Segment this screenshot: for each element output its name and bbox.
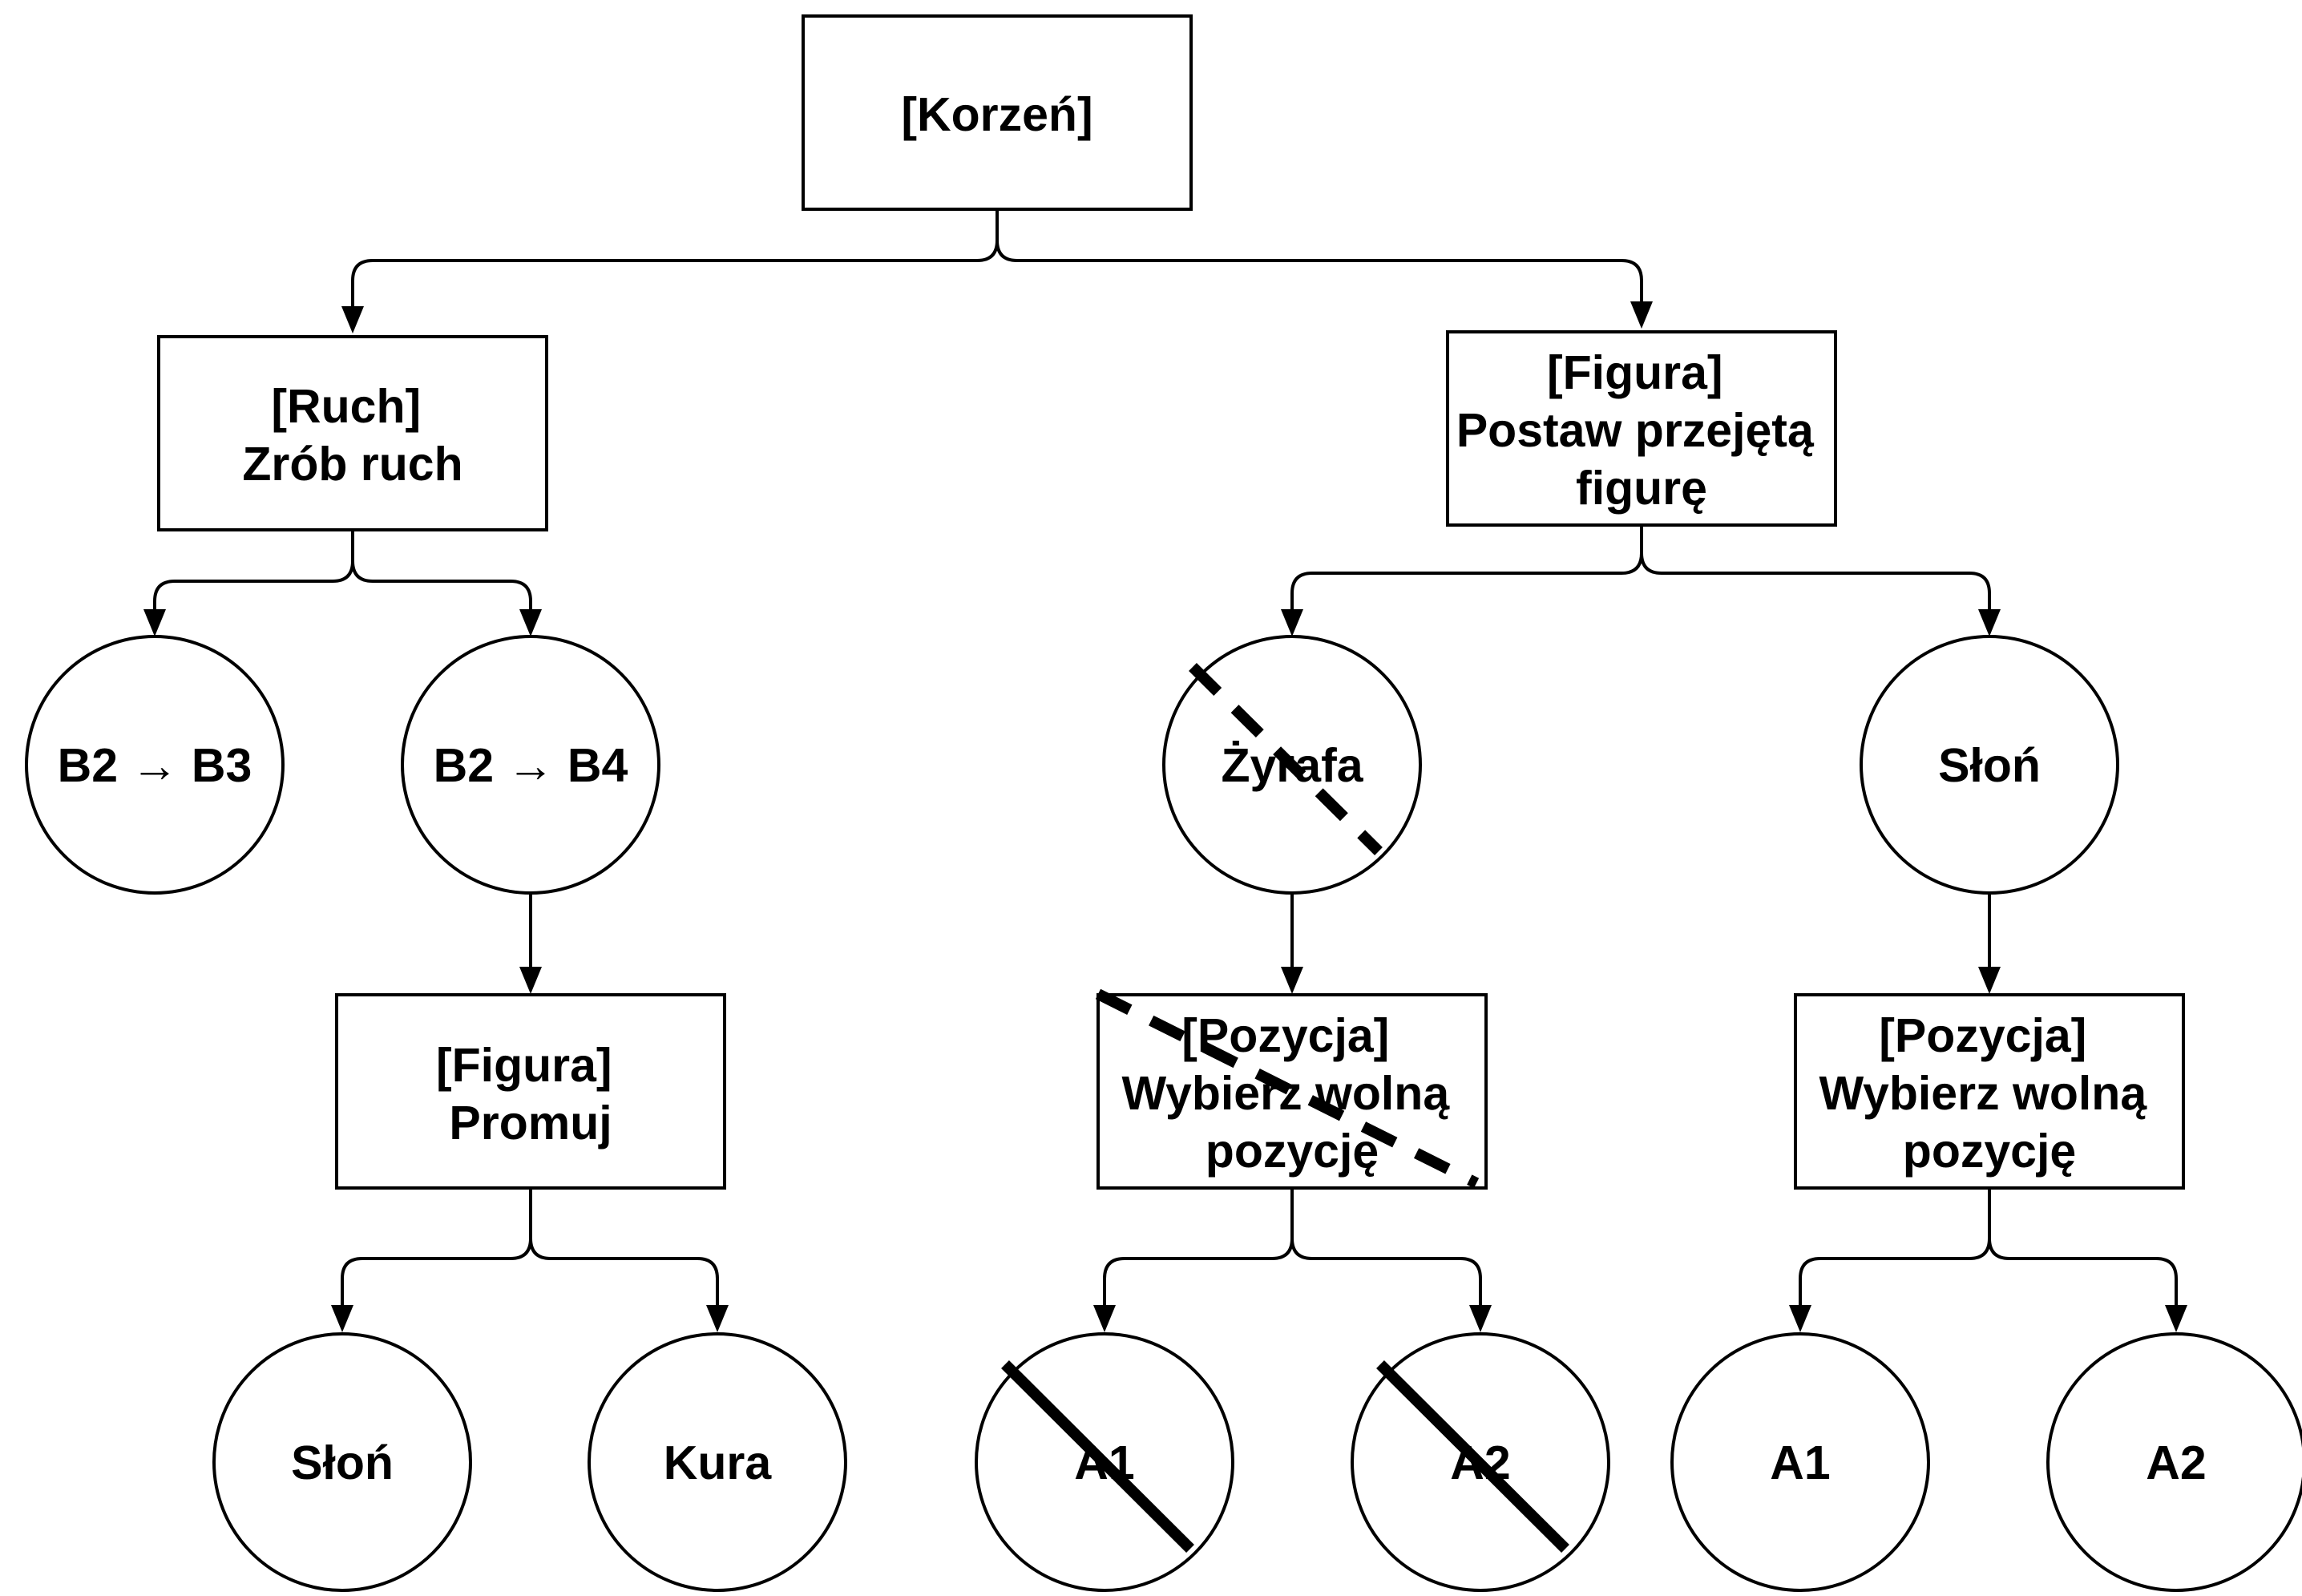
elephant-node-label: Słoń [1938,739,2041,792]
edge-root-move [351,210,999,309]
root-node: [Korzeń] [802,14,1193,211]
arrowhead [2165,1305,2187,1332]
edge-place-giraffe [1290,526,1643,613]
arrowhead [1093,1305,1116,1332]
edges [153,210,2178,1309]
arrowhead [519,609,542,636]
arrowhead [519,967,542,994]
strike-position-crossed [1095,988,1480,1189]
elephant-node: Słoń [1860,635,2119,895]
position-node-label: [Pozycja] Wybierz wolną pozycję [1819,1009,2159,1178]
move-node-label: [Ruch] Zrób ruch [242,380,462,491]
edge-promote-hen [529,1189,719,1309]
arrowhead [1281,609,1303,636]
arrowhead [1469,1305,1492,1332]
promote-node-label: [Figura] Promuj [436,1039,625,1150]
promote-node: [Figura] Promuj [335,993,726,1190]
arrowhead [706,1305,729,1332]
strike-a1 [1001,1360,1194,1553]
move-node: [Ruch] Zrób ruch [157,335,548,531]
arrowhead [331,1305,353,1332]
strike-giraffe [1189,663,1383,855]
promote-elephant-node-label: Słoń [291,1436,394,1489]
a2-node-label: A2 [2146,1436,2206,1489]
promote-hen-node: Kura [588,1332,847,1592]
arrowhead [1789,1305,1811,1332]
arrowhead [143,609,166,636]
position-node: [Pozycja] Wybierz wolną pozycję [1794,993,2185,1190]
root-node-label: [Korzeń] [901,88,1092,141]
a1-node: A1 [1670,1332,1930,1592]
edge-poscrossed-a2 [1290,1189,1482,1309]
b2-b4-node: B2 → B4 [401,635,660,895]
edge-position-a1 [1799,1189,1991,1309]
strike-a2 [1376,1360,1569,1553]
b2-b4-node-label: B2 → B4 [434,739,628,792]
arrowheads [143,301,2187,1332]
place-piece-node: [Figura] Postaw przejętą figurę [1446,330,1837,527]
edge-promote-elephant [341,1189,532,1309]
arrowhead [1281,967,1303,994]
b2-b3-node-label: B2 → B3 [58,739,252,792]
place-piece-node-label: [Figura] Postaw przejętą figurę [1456,346,1827,515]
a2-node: A2 [2046,1332,2302,1592]
promote-hen-node-label: Kura [664,1436,773,1489]
a1-node-label: A1 [1770,1436,1830,1489]
strike-overlays [1001,663,1569,1553]
edge-root-place-piece [996,210,1643,303]
b2-b3-node: B2 → B3 [25,635,285,895]
position-crossed-node-label: [Pozycja] Wybierz wolną pozycję [1121,1009,1462,1178]
arrowhead [1978,609,2001,636]
arrowhead [341,306,364,333]
edge-move-b2b4 [351,531,532,613]
edge-position-a2 [1988,1189,2178,1309]
edge-poscrossed-a1 [1103,1189,1294,1309]
arrowhead [1630,301,1653,329]
edge-place-elephant [1640,526,1991,613]
edge-move-b2b3 [153,531,354,613]
arrowhead [1978,967,2001,994]
promote-elephant-node: Słoń [212,1332,472,1592]
